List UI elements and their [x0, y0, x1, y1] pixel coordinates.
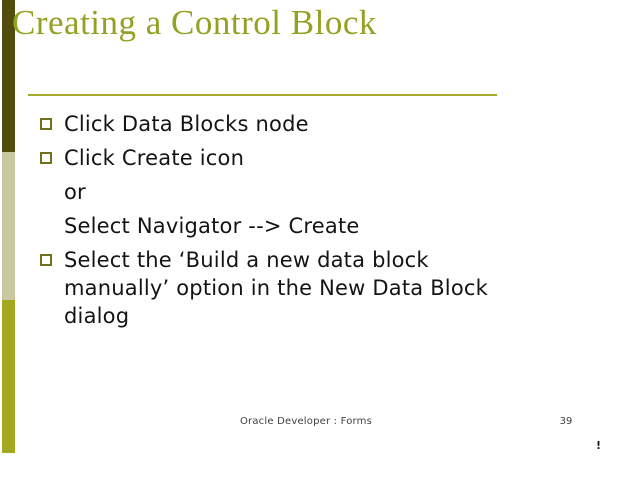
- square-bullet-icon: [40, 152, 52, 164]
- list-item-line: Select the ‘Build a new data block: [64, 248, 429, 272]
- list-item-text: Click Create icon: [64, 146, 245, 170]
- title-underline-rule: [28, 94, 497, 96]
- square-bullet-icon: [40, 254, 52, 266]
- list-item-text: Select the ‘Build a new data block manua…: [64, 246, 530, 330]
- page-number: 39: [559, 416, 573, 427]
- list-item: Click Create icon: [40, 144, 530, 172]
- square-bullet-icon: [40, 118, 52, 130]
- list-item-text: Select Navigator --> Create: [64, 214, 360, 238]
- bar-segment-light: [2, 152, 15, 300]
- list-item-text: Click Data Blocks node: [64, 112, 309, 136]
- left-accent-bar: [2, 0, 15, 453]
- list-item: or: [40, 178, 530, 206]
- footer-text: Oracle Developer : Forms: [239, 416, 373, 427]
- bullet-list: Click Data Blocks node Click Create icon…: [40, 110, 530, 330]
- list-item: Select Navigator --> Create: [40, 212, 530, 240]
- list-item-line: manually’ option in the New Data Block: [64, 276, 488, 300]
- bar-segment-dark: [2, 0, 15, 152]
- bar-segment-olive: [2, 300, 15, 453]
- list-item-text: or: [64, 180, 86, 204]
- page-title: Creating a Control Block: [12, 3, 377, 42]
- corner-artifact-mark: !: [596, 439, 602, 452]
- list-item: Click Data Blocks node: [40, 110, 530, 138]
- list-item: Select the ‘Build a new data block manua…: [40, 246, 530, 330]
- list-item-line: dialog: [64, 304, 130, 328]
